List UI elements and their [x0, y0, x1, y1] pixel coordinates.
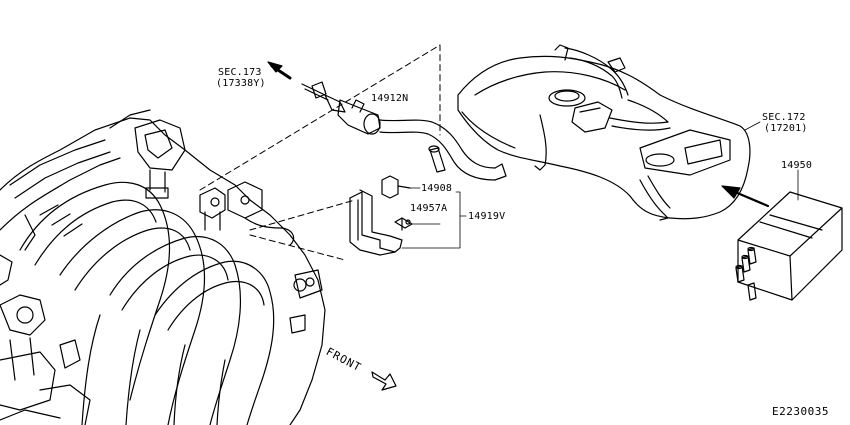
- sec173-label: SEC.173: [218, 67, 262, 78]
- bracket-assembly: [349, 175, 467, 256]
- part-14912n-label: 14912N: [371, 93, 409, 104]
- engine-intake-manifold: [0, 109, 326, 425]
- sec173-arrow: [267, 61, 292, 80]
- hose-14912n: [301, 81, 507, 181]
- part-14957a-label: 14957A: [410, 203, 448, 214]
- part-14950-label: 14950: [781, 160, 813, 171]
- sec172-label: SEC.172: [762, 112, 806, 123]
- part-14919v-label: 14919V: [468, 211, 506, 222]
- fuel-tank: [457, 44, 761, 221]
- part-14908-label: 14908: [421, 183, 453, 194]
- dashed-guide-lines: [199, 44, 441, 261]
- front-arrow: [371, 371, 397, 391]
- figure-code: E2230035: [772, 405, 829, 418]
- canister-arrow: [721, 185, 770, 208]
- sec172-ref-label: (17201): [764, 123, 808, 134]
- evap-canister: [735, 169, 843, 301]
- sec173-ref-label: (17338Y): [216, 78, 266, 89]
